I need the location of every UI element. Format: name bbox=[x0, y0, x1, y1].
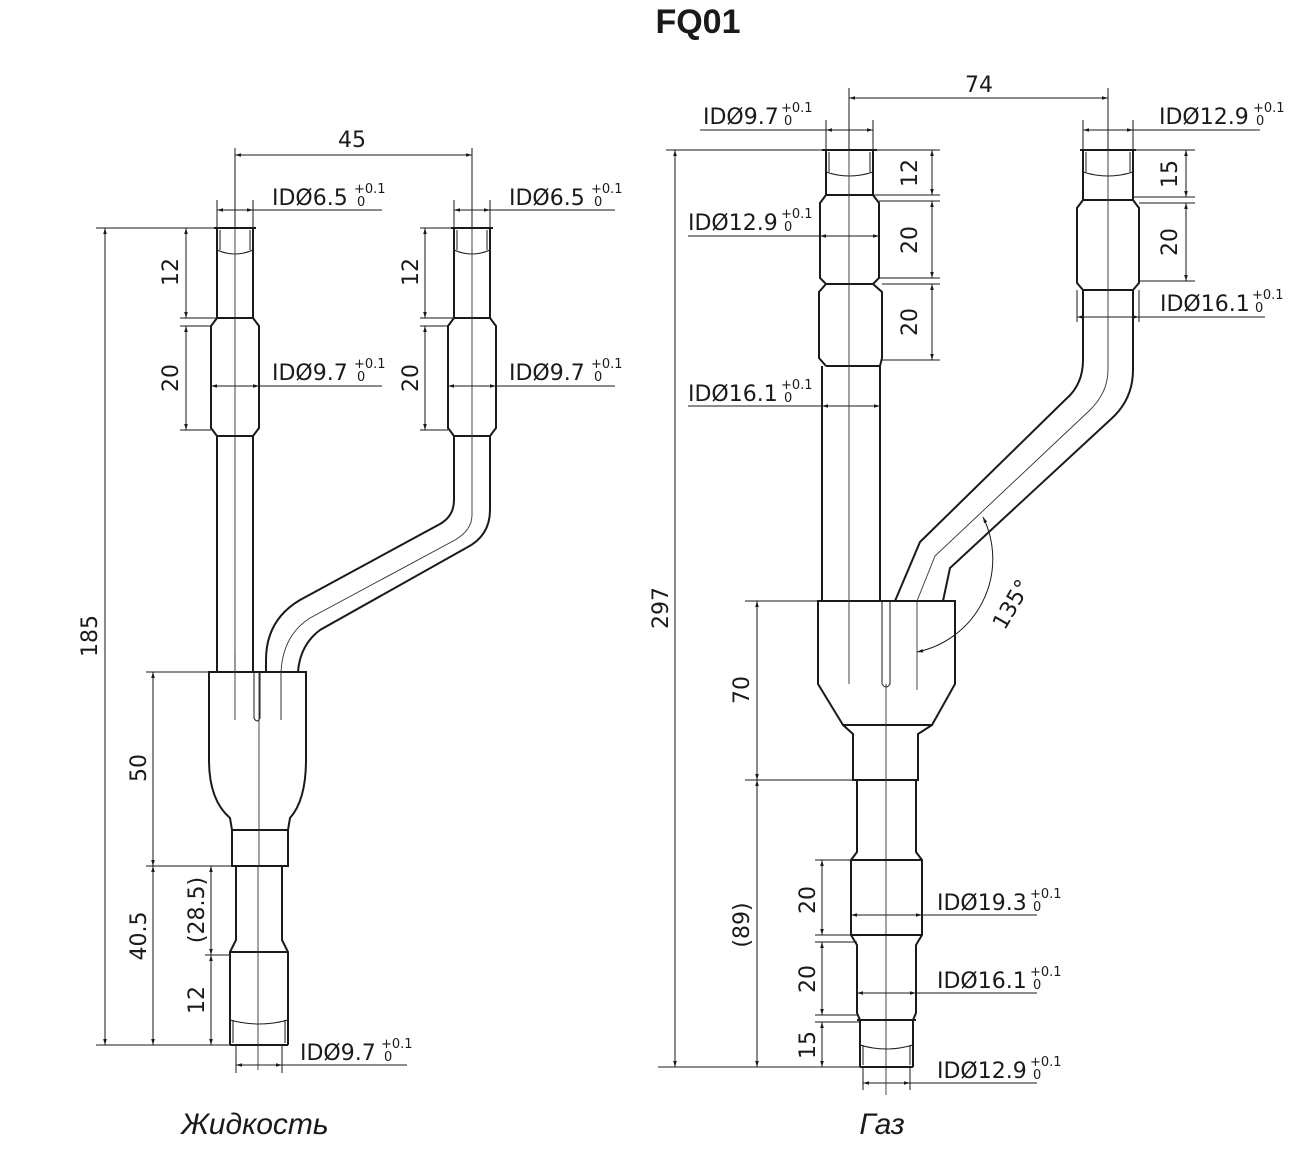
liquid-branch-drawing: 45 IDØ6.5 +0.1 0 IDØ6.5 +0.1 0 IDØ9.7 +0… bbox=[78, 128, 623, 1141]
gas-spacing-dim: 74 bbox=[965, 73, 993, 98]
tolerance-plus: +0.1 bbox=[354, 357, 386, 372]
gas-right-s-dim: 20 bbox=[1158, 228, 1183, 256]
gas-right-top-dim: 15 bbox=[1158, 160, 1183, 188]
tolerance-plus: +0.1 bbox=[1030, 887, 1062, 902]
tolerance-plus: +0.1 bbox=[1030, 965, 1062, 980]
tolerance-plus: +0.1 bbox=[1030, 1055, 1062, 1070]
tolerance-minus: 0 bbox=[1033, 900, 1041, 915]
tolerance-minus: 0 bbox=[357, 195, 365, 210]
gas-left-s1-dim: 20 bbox=[898, 226, 923, 254]
tolerance-plus: +0.1 bbox=[781, 378, 813, 393]
tolerance-minus: 0 bbox=[594, 370, 602, 385]
gas-left-sleeve2-id: IDØ16.1 bbox=[688, 382, 778, 407]
tolerance-plus: +0.1 bbox=[781, 101, 813, 116]
tolerance-plus: +0.1 bbox=[381, 1037, 413, 1052]
gas-out-end-dim: 15 bbox=[796, 1031, 821, 1059]
liquid-body-dim: 50 bbox=[127, 754, 152, 782]
tolerance-minus: 0 bbox=[357, 370, 365, 385]
gas-out-sleeve2-id: IDØ16.1 bbox=[937, 969, 1027, 994]
tolerance-minus: 0 bbox=[784, 114, 792, 129]
gas-lower-ref-dim: (89) bbox=[730, 902, 755, 947]
tolerance-minus: 0 bbox=[1255, 301, 1263, 316]
tolerance-plus: +0.1 bbox=[591, 357, 623, 372]
gas-caption: Газ bbox=[859, 1108, 904, 1141]
tolerance-minus: 0 bbox=[784, 391, 792, 406]
liquid-spacing-dim: 45 bbox=[338, 128, 366, 153]
gas-out-sleeve1-id: IDØ19.3 bbox=[937, 891, 1027, 916]
gas-total-height-dim: 297 bbox=[649, 587, 674, 629]
liquid-outlet-len-dim: 12 bbox=[185, 986, 210, 1014]
liquid-lower-dim: 40.5 bbox=[127, 912, 152, 961]
gas-angle-dim: 135° bbox=[988, 576, 1036, 634]
gas-left-s2-dim: 20 bbox=[898, 308, 923, 336]
gas-left-sleeve1-id: IDØ12.9 bbox=[688, 211, 778, 236]
gas-out-s2-dim: 20 bbox=[796, 965, 821, 993]
tolerance-minus: 0 bbox=[384, 1050, 392, 1065]
liquid-outlet-id: IDØ9.7 bbox=[300, 1041, 376, 1066]
liquid-lower-ref-dim: (28.5) bbox=[185, 877, 210, 943]
tolerance-minus: 0 bbox=[784, 220, 792, 235]
liquid-sleeve-left-id: IDØ9.7 bbox=[272, 361, 348, 386]
liquid-right-top-dim: 12 bbox=[399, 258, 424, 286]
tolerance-plus: +0.1 bbox=[591, 182, 623, 197]
liquid-sleeve-right-id: IDØ9.7 bbox=[509, 361, 585, 386]
gas-top-right-id: IDØ12.9 bbox=[1159, 105, 1249, 130]
tolerance-minus: 0 bbox=[1033, 978, 1041, 993]
liquid-inlet-left-id: IDØ6.5 bbox=[272, 186, 348, 211]
gas-body-dim: 70 bbox=[730, 676, 755, 704]
liquid-left-sleeve-dim: 20 bbox=[159, 364, 184, 392]
gas-right-sleeve-id: IDØ16.1 bbox=[1160, 292, 1250, 317]
gas-out-s1-dim: 20 bbox=[796, 886, 821, 914]
drawing-title: FQ01 bbox=[655, 3, 740, 41]
liquid-total-height-dim: 185 bbox=[78, 615, 103, 657]
tolerance-minus: 0 bbox=[594, 195, 602, 210]
liquid-right-sleeve-dim: 20 bbox=[399, 364, 424, 392]
tolerance-plus: +0.1 bbox=[1252, 288, 1284, 303]
gas-top-left-id: IDØ9.7 bbox=[703, 105, 779, 130]
tolerance-minus: 0 bbox=[1033, 1068, 1041, 1083]
gas-out-end-id: IDØ12.9 bbox=[937, 1059, 1027, 1084]
liquid-left-top-dim: 12 bbox=[159, 258, 184, 286]
tolerance-plus: +0.1 bbox=[781, 207, 813, 222]
gas-branch-drawing: 74 IDØ9.7 +0.1 0 IDØ12.9 +0.1 0 IDØ12.9 … bbox=[649, 73, 1285, 1141]
tolerance-minus: 0 bbox=[1256, 114, 1264, 129]
tolerance-plus: +0.1 bbox=[354, 182, 386, 197]
liquid-inlet-right-id: IDØ6.5 bbox=[509, 186, 585, 211]
gas-left-top-dim: 12 bbox=[898, 159, 923, 187]
tolerance-plus: +0.1 bbox=[1253, 101, 1285, 116]
liquid-caption: Жидкость bbox=[179, 1108, 328, 1141]
